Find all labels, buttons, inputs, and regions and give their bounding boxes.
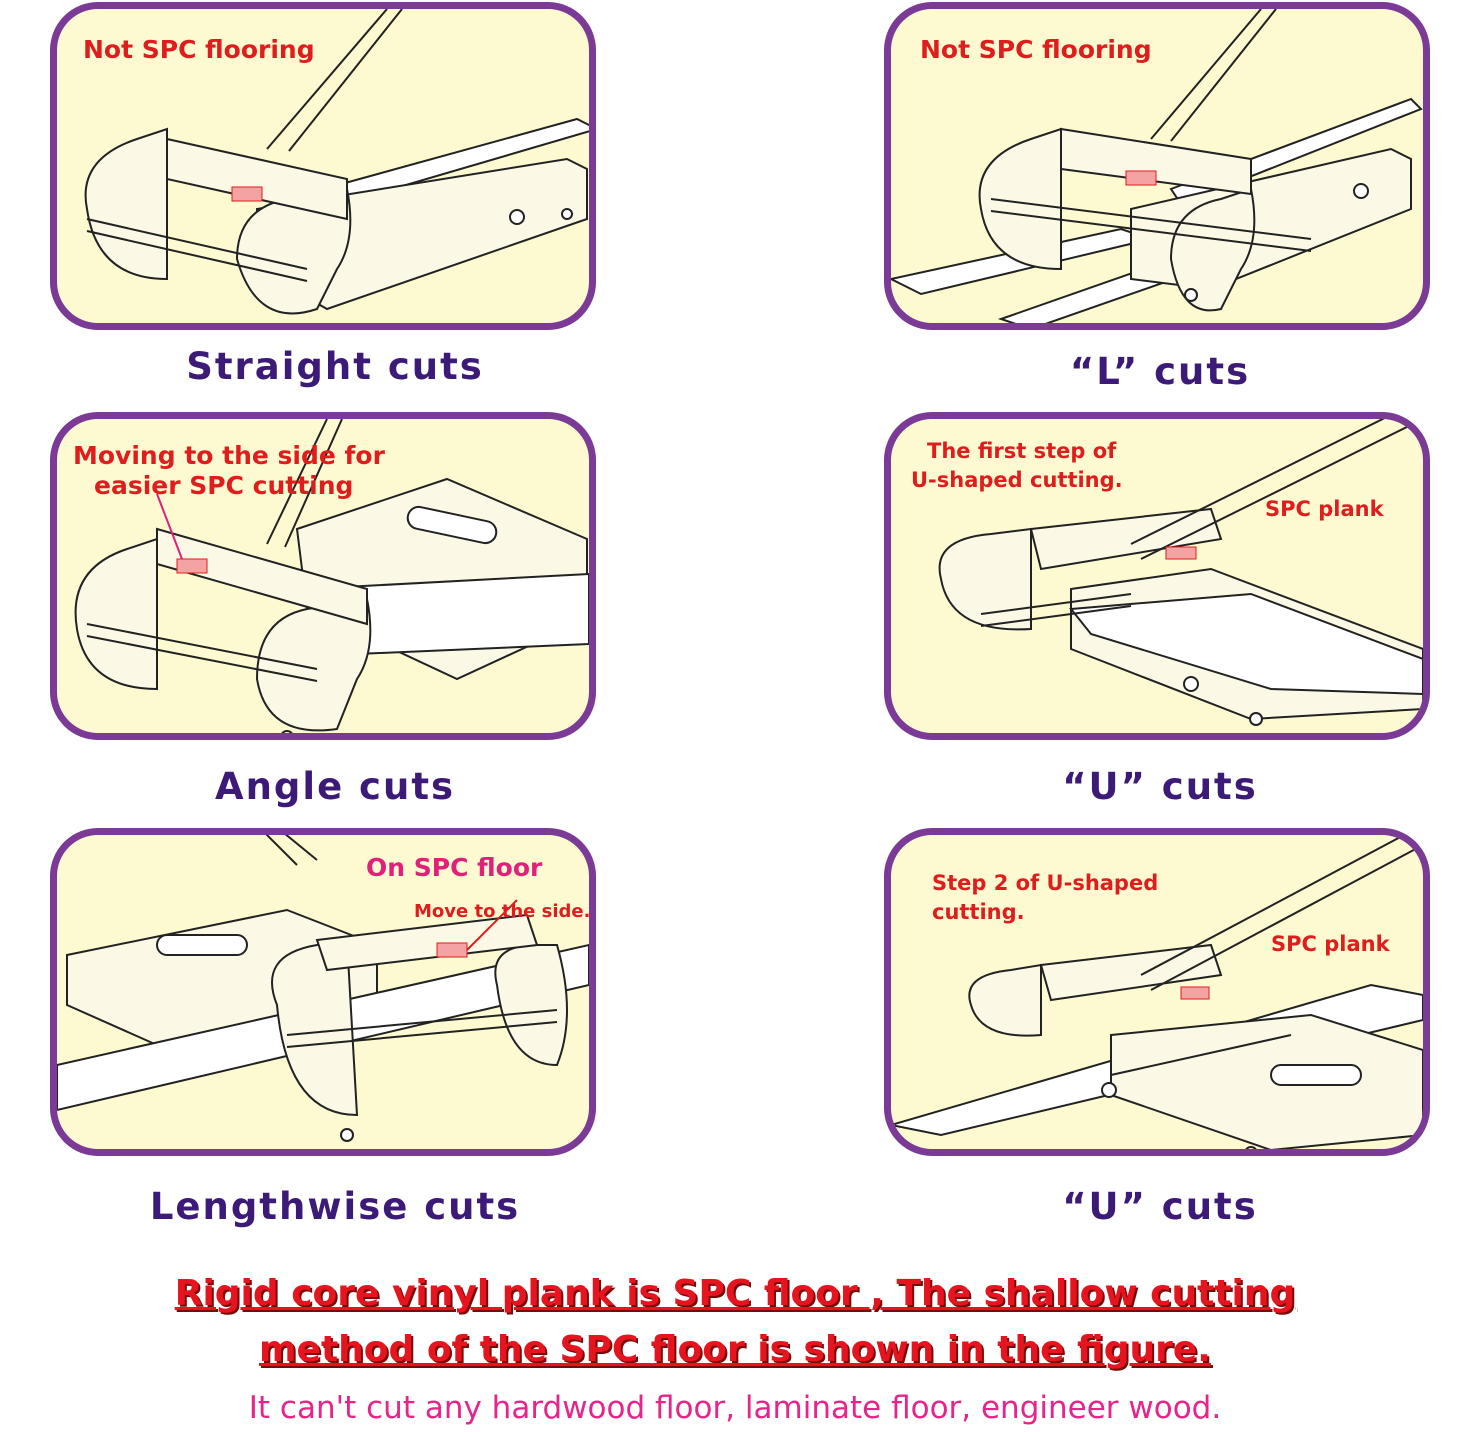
cutter-illustration — [84, 9, 589, 315]
panel-note-line2: U-shaped cutting. — [911, 468, 1123, 492]
panel-angle-cuts: Moving to the side for easier SPC cuttin… — [50, 412, 596, 740]
panel-note-line2: easier SPC cutting — [94, 471, 354, 500]
panel-note-line1: Step 2 of U-shaped — [932, 871, 1159, 895]
panel-note-line1: The first step of — [927, 439, 1117, 463]
headline-line2: method of the SPC floor is shown in the … — [259, 1329, 1211, 1370]
caption-u-cuts-1: “U” cuts — [1062, 765, 1258, 808]
panel-note-spc-plank: SPC plank — [1265, 497, 1384, 521]
panel-note: Not SPC flooring — [83, 35, 315, 64]
caption-l-cuts: “L” cuts — [1069, 350, 1251, 393]
panel-l-cuts: Not SPC flooring — [884, 2, 1430, 330]
panel-note-line2: cutting. — [932, 900, 1025, 924]
panel-lengthwise-cuts: On SPC floor Move to the side. — [50, 828, 596, 1156]
panel-note: Not SPC flooring — [920, 35, 1152, 64]
caption-u-cuts-2: “U” cuts — [1062, 1185, 1258, 1228]
headline-line1: Rigid core vinyl plank is SPC floor , Th… — [174, 1273, 1296, 1314]
panel-u-cuts-step2: Step 2 of U-shaped cutting. SPC plank — [884, 828, 1430, 1156]
panel-note-on-spc: On SPC floor — [366, 853, 543, 882]
caption-angle-cuts: Angle cuts — [214, 765, 456, 808]
panel-note-spc-plank: SPC plank — [1271, 932, 1390, 956]
caption-straight-cuts: Straight cuts — [186, 345, 484, 388]
cutter-illustration — [891, 835, 1423, 1149]
panel-straight-cuts: Not SPC flooring — [50, 2, 596, 330]
cutter-illustration — [57, 835, 589, 1142]
panel-u-cuts-step1: The first step of U-shaped cutting. SPC … — [884, 412, 1430, 740]
cutter-illustration — [74, 419, 589, 733]
cutter-illustration — [891, 9, 1423, 323]
cutter-illustration — [938, 419, 1423, 726]
footer-warning: It can't cut any hardwood floor, laminat… — [248, 1390, 1222, 1426]
panel-note-line1: Moving to the side for — [73, 441, 385, 470]
panel-note-move-side: Move to the side. — [414, 901, 591, 922]
caption-lengthwise-cuts: Lengthwise cuts — [149, 1185, 521, 1228]
